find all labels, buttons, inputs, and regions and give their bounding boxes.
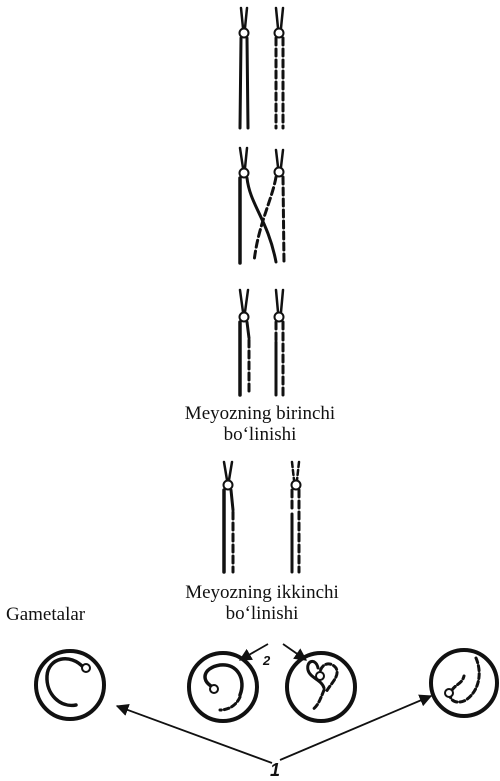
meiosis-2-caption-line1: Meyozning ikkinchi — [185, 582, 339, 603]
arrow-to-gamete-2 — [238, 643, 269, 661]
stage-4-right-chromosome — [290, 460, 302, 574]
meiosis-1-caption-line1: Meyozning birinchi — [184, 403, 336, 424]
stage-4-separated-chromosomes — [222, 460, 302, 574]
gamete-cell-4 — [429, 648, 499, 718]
stage-3-recombined-pair — [238, 288, 285, 397]
arrow-to-gamete-3 — [282, 643, 308, 661]
meiosis-2-caption: Meyozning ikkinchi bo‘linishi — [157, 582, 367, 624]
stage-1-solid-chromosome — [238, 6, 250, 130]
stage-1-dashed-chromosome — [273, 6, 285, 130]
stage-1-chromosome-pair — [238, 6, 285, 130]
stage-2-solid-chromosome — [238, 146, 278, 265]
marker-2: 2 — [263, 653, 271, 668]
meiosis-1-caption: Meyozning birinchi bo‘linishi — [155, 403, 365, 445]
gamete-cell-3 — [285, 651, 357, 723]
gametes-label: Gametalar — [6, 604, 86, 625]
stage-3-right-chromosome — [273, 288, 285, 397]
arrows-marker-1 — [115, 694, 433, 764]
marker-1: 1 — [270, 760, 281, 780]
meiosis-1-caption-line2: bo‘linishi — [223, 424, 297, 445]
meiosis-2-caption-line2: bo‘linishi — [225, 603, 299, 624]
gamete-cell-2 — [187, 651, 259, 723]
stage-3-left-chromosome — [238, 288, 251, 397]
arrows-marker-2 — [238, 643, 308, 661]
arrow-to-gamete-4 — [279, 694, 433, 761]
stage-2-dashed-chromosome — [252, 148, 286, 265]
gamete-cell-1 — [34, 649, 106, 721]
stage-2-crossing-over — [238, 146, 286, 265]
arrow-to-gamete-1 — [115, 704, 273, 764]
stage-4-left-chromosome — [222, 460, 235, 574]
